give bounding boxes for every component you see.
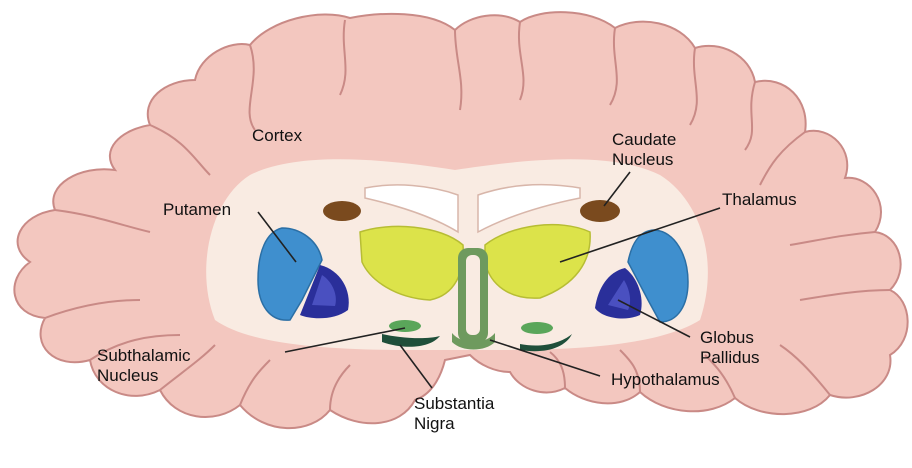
label-substantia-nigra: Substantia Nigra bbox=[414, 394, 494, 434]
label-putamen: Putamen bbox=[163, 200, 231, 220]
label-cortex: Cortex bbox=[252, 126, 302, 146]
label-subthalamic-nucleus: Subthalamic Nucleus bbox=[97, 346, 191, 386]
label-hypothalamus: Hypothalamus bbox=[611, 370, 720, 390]
caudate-nucleus-left bbox=[323, 201, 361, 221]
caudate-nucleus-right bbox=[580, 200, 620, 222]
subthalamic-nucleus-right bbox=[521, 322, 553, 334]
label-caudate-nucleus: Caudate Nucleus bbox=[612, 130, 676, 170]
label-thalamus: Thalamus bbox=[722, 190, 797, 210]
midline-cavity bbox=[466, 255, 480, 335]
label-globus-pallidus: Globus Pallidus bbox=[700, 328, 760, 368]
